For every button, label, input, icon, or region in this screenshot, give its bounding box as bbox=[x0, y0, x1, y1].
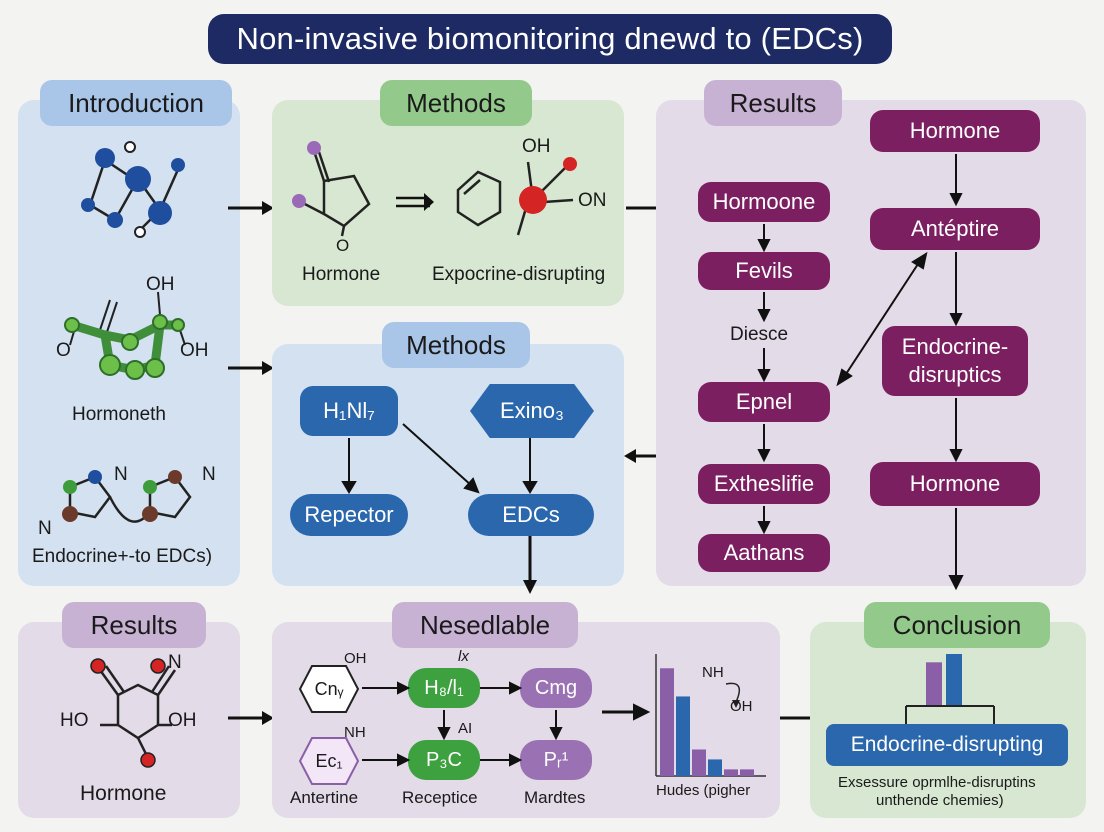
nes-caption-3: Mardtes bbox=[524, 788, 586, 807]
equilibrium-arrow bbox=[396, 193, 434, 211]
results-right-box-3: Endocrine- disruptics bbox=[882, 326, 1028, 396]
chart-bar bbox=[676, 696, 690, 776]
nesedlable-heading: Nesedlable bbox=[392, 602, 578, 648]
methods-molecule-left bbox=[292, 141, 371, 237]
hexagon-row2 bbox=[298, 737, 360, 785]
chart-bar bbox=[692, 749, 706, 776]
nesedlable-arrows bbox=[362, 681, 651, 767]
results-right-heading: Results bbox=[704, 80, 842, 126]
chart-bar bbox=[740, 769, 754, 776]
chart-oh-label: OH bbox=[730, 698, 753, 715]
results-bottom-oh: OH bbox=[168, 710, 197, 731]
results-bottom-heading: Results bbox=[62, 602, 206, 648]
intro-mol3-n-top-right: N bbox=[202, 464, 216, 485]
nes-row2-pill-purple: Pᵣ¹ bbox=[520, 740, 592, 780]
methods-box-edcs: EDCs bbox=[468, 494, 594, 536]
nes-row1-hex-text: Cnᵧ bbox=[314, 678, 344, 699]
results-left-box-1: Hormoone bbox=[698, 182, 830, 222]
results-arrows bbox=[757, 154, 964, 591]
nes-row1-pill-green: H₈/l₁ bbox=[408, 668, 480, 708]
methods-mid-heading: Methods bbox=[382, 322, 530, 368]
conclusion-box: Endocrine-disrupting bbox=[826, 724, 1068, 766]
methods-mol-left-o: O bbox=[336, 236, 350, 255]
chart-bar bbox=[660, 668, 674, 776]
chart-curve-arrow bbox=[725, 682, 741, 703]
nes-row2-hex-text: Ec₁ bbox=[315, 750, 343, 771]
results-left-box-5: Aathans bbox=[698, 534, 830, 572]
methods-box-repector: Repector bbox=[290, 494, 408, 536]
methods-mid-arrows bbox=[341, 423, 538, 494]
nes-row2-hex-nh: NH bbox=[344, 724, 366, 741]
methods-caption-left: Hormone bbox=[302, 264, 381, 285]
intro-molecule-3 bbox=[62, 470, 192, 523]
chart-nh-label: NH bbox=[702, 664, 724, 681]
intro-mol3-caption: Endocrine+-to EDCs) bbox=[32, 546, 213, 567]
conclusion-bar-chart bbox=[905, 654, 995, 726]
nes-row1-pill-top: lx bbox=[458, 648, 469, 665]
chart-bar bbox=[724, 769, 738, 776]
results-bottom-n: N bbox=[168, 652, 182, 673]
results-bottom-molecule bbox=[90, 658, 177, 768]
methods-molecule-right bbox=[456, 157, 577, 236]
nes-row2-pill-green: P₃C bbox=[408, 740, 480, 780]
intro-molecule-2 bbox=[64, 291, 186, 380]
hexagon-row1 bbox=[298, 665, 360, 713]
nes-row1-pill-purple: Cmg bbox=[520, 668, 592, 708]
intro-mol3-n-bottom: N bbox=[38, 518, 52, 539]
methods-mol-right-on: ON bbox=[578, 190, 607, 211]
nes-caption-2: Receptice bbox=[402, 788, 478, 807]
results-bottom-caption: Hormone bbox=[80, 782, 167, 805]
nes-row1-hex-oh: OH bbox=[344, 650, 367, 667]
results-left-plain: Diesce bbox=[730, 324, 789, 345]
intro-mol2-oh-top: OH bbox=[146, 274, 175, 295]
nes-caption-1: Antertine bbox=[290, 788, 359, 807]
nesedlable-bar-chart bbox=[655, 654, 766, 777]
methods-mol-right-oh: OH bbox=[522, 136, 551, 157]
results-left-box-2: Fevils bbox=[698, 252, 830, 290]
nes-row2-pill-top: AI bbox=[458, 720, 473, 737]
introduction-heading: Introduction bbox=[40, 80, 232, 126]
results-right-box-4: Hormone bbox=[870, 462, 1040, 506]
arrow-intro-to-methods-top bbox=[228, 201, 274, 215]
page-title: Non-invasive biomonitoring dnewd to (EDC… bbox=[208, 14, 892, 64]
intro-mol2-caption: Hormoneth bbox=[72, 404, 166, 425]
conclusion-heading: Conclusion bbox=[864, 602, 1050, 648]
results-left-box-3: Epnel bbox=[698, 382, 830, 422]
conclusion-bar bbox=[926, 662, 942, 706]
methods-box-h1n17: H₁Nl₇ bbox=[300, 386, 398, 436]
methods-caption-right: Expocrine-disrupting bbox=[432, 264, 606, 285]
results-right-box-1: Hormone bbox=[870, 110, 1040, 152]
arrow-intro-to-methods-mid bbox=[228, 361, 274, 375]
results-right-box-2: Antéptire bbox=[870, 208, 1040, 250]
intro-mol2-o-left: O bbox=[56, 340, 71, 361]
arrow-methods-to-nesedlable bbox=[523, 536, 537, 594]
intro-molecule-1 bbox=[81, 141, 185, 238]
chart-caption: Hudes (pigher bbox=[656, 782, 751, 799]
results-bottom-panel bbox=[18, 622, 240, 818]
conclusion-caption-1: Exsessure oprmlhe-disruptins bbox=[838, 774, 1036, 791]
arrow-results-to-nesedlable bbox=[228, 711, 274, 725]
intro-mol3-n-top-left: N bbox=[114, 464, 128, 485]
conclusion-caption-2: unthende chemies) bbox=[876, 792, 1004, 809]
conclusion-bar bbox=[946, 654, 962, 706]
methods-diamond-exino: Exino₃ bbox=[470, 384, 594, 438]
nesedlable-panel bbox=[272, 622, 780, 818]
chart-curve-arrowhead bbox=[732, 700, 740, 708]
methods-top-heading: Methods bbox=[380, 80, 532, 126]
results-left-box-4: Extheslifie bbox=[698, 464, 830, 504]
intro-mol2-oh-right: OH bbox=[180, 340, 209, 361]
methods-top-panel bbox=[272, 100, 624, 306]
results-bottom-ho: HO bbox=[60, 710, 89, 731]
chart-bar bbox=[708, 759, 722, 776]
